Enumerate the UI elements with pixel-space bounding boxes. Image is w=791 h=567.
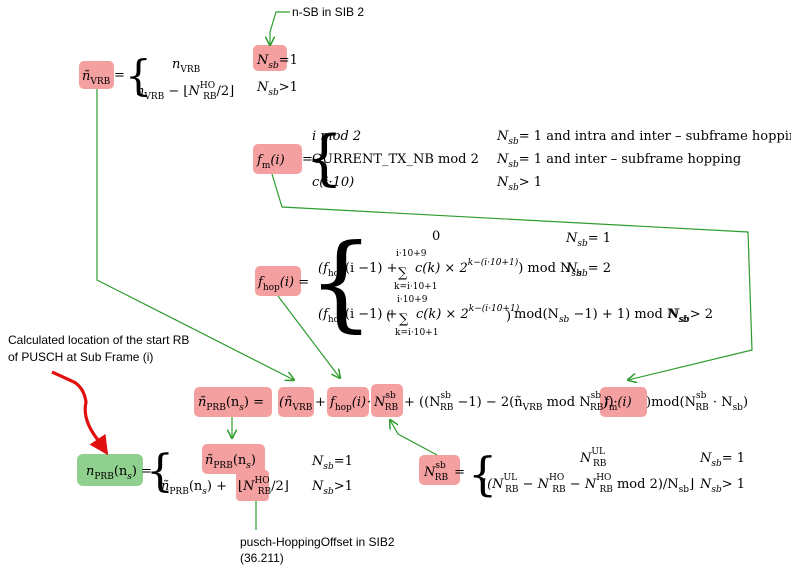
arrow-nsb-source	[270, 11, 290, 45]
svg-text:Nsb>1: Nsb>1	[256, 80, 298, 98]
svg-text:Nsb= 1: Nsb= 1	[565, 231, 611, 249]
label-calc-line1: Calculated location of the start RB	[8, 333, 189, 347]
svg-text:fm(i): fm(i)	[256, 153, 285, 171]
svg-text:=: =	[302, 152, 313, 167]
svg-text:i·10+9: i·10+9	[396, 249, 427, 259]
svg-text:Nsb=1: Nsb=1	[256, 53, 298, 71]
svg-text:{: {	[468, 447, 497, 501]
svg-text:i·10+9: i·10+9	[397, 295, 428, 305]
svg-text:{: {	[308, 221, 374, 343]
arrow-calc-red	[51, 370, 109, 456]
highlight-nsb-rb	[419, 455, 460, 485]
svg-text:Nsb= 2: Nsb= 2	[565, 261, 611, 279]
highlight-n-vrb	[79, 61, 114, 89]
highlight-fm-term	[600, 387, 647, 417]
svg-text:+: +	[315, 395, 326, 410]
equation-fm: fm(i) = { i mod 2 CURRENT_TX_NB mod 2 c(…	[256, 123, 791, 193]
svg-text:Nsb> 1: Nsb> 1	[496, 175, 542, 193]
arrow-nsb-to-prb	[390, 420, 438, 456]
svg-text:(fhop(i −1) +: (fhop(i −1) +	[318, 307, 398, 325]
svg-text:mod(Nsb −1) + 1) mod Nsb: mod(Nsb −1) + 1) mod Nsb	[514, 307, 689, 325]
svg-text:(fhop(i −1) +: (fhop(i −1) +	[318, 261, 398, 279]
highlight-prb-case1	[202, 444, 265, 474]
svg-text:ñVRB: ñVRB	[82, 69, 111, 87]
svg-text:{: {	[146, 446, 174, 497]
svg-text:fm(i): fm(i)	[603, 395, 632, 413]
svg-text:c(i·10): c(i·10)	[312, 175, 354, 190]
svg-text:CURRENT_TX_NB mod 2: CURRENT_TX_NB mod 2	[312, 152, 479, 167]
svg-text:fhop(i) =: fhop(i) =	[257, 275, 309, 293]
svg-text:fhop(i): fhop(i)	[329, 395, 366, 413]
svg-text:∑: ∑	[399, 312, 409, 327]
svg-text:Nsb> 2: Nsb> 2	[667, 307, 713, 325]
svg-text:(: (	[386, 309, 391, 324]
svg-text:∑: ∑	[398, 266, 408, 281]
svg-text:·: ·	[367, 395, 371, 410]
svg-text:k=i·10+1: k=i·10+1	[394, 282, 437, 292]
highlight-fhop	[255, 266, 301, 296]
svg-text:ñPRB(ns) +: ñPRB(ns) +	[161, 479, 227, 497]
highlight-boxes	[77, 45, 647, 501]
svg-text:nPRB(ns) =: nPRB(ns) =	[86, 464, 152, 482]
label-offset-line2: (36.211)	[240, 551, 284, 565]
highlight-ho-term	[236, 470, 269, 501]
svg-text:): )	[506, 309, 511, 324]
highlight-fhop-term	[327, 387, 369, 417]
svg-text:Nsb>1: Nsb>1	[311, 479, 353, 497]
svg-text:Nsb= 1 and inter – subframe h: Nsb= 1 and inter – subframe hopping	[496, 152, 741, 170]
label-calc-line2: of PUSCH at Sub Frame (i)	[8, 350, 153, 364]
svg-text:ñPRB(ns): ñPRB(ns)	[205, 453, 256, 471]
highlight-nrb-term	[371, 384, 403, 417]
svg-text:Nsb= 1: Nsb= 1	[699, 451, 745, 469]
highlight-prb-tilde	[194, 387, 272, 417]
highlight-n-prb	[77, 454, 143, 486]
svg-text:=: =	[114, 68, 125, 83]
svg-text:{: {	[125, 51, 152, 100]
svg-text:Nsb=1: Nsb=1	[311, 454, 353, 472]
highlight-vrb-term	[278, 387, 314, 417]
arrow-fm-to-prb	[271, 173, 753, 380]
equation-fhop: fhop(i) = { 0 Nsb= 1 (fhop(i −1) + i·10+…	[257, 221, 713, 343]
label-nsb-source: n-SB in SIB 2	[292, 5, 364, 19]
svg-text:(ñVRB: (ñVRB	[279, 395, 313, 413]
svg-text:0: 0	[432, 229, 440, 244]
arrow-vrb-to-prb	[96, 89, 294, 380]
label-offset-line1: pusch-HoppingOffset in SIB2	[240, 535, 395, 549]
svg-text:{: {	[305, 123, 343, 193]
svg-text:ñPRB(ns) =: ñPRB(ns) =	[198, 395, 264, 413]
svg-text:c(k) × 2k−(i·10+1): c(k) × 2k−(i·10+1)	[416, 303, 520, 322]
svg-text:nVRB: nVRB	[172, 57, 201, 75]
svg-text:Nsb= 1 and intra and inter –: Nsb= 1 and intra and inter – subframe ho…	[496, 129, 791, 147]
highlight-nsb-top	[253, 45, 287, 71]
highlight-fm	[253, 144, 302, 174]
arrow-fhop-to-prb	[277, 295, 340, 378]
connectors	[51, 11, 753, 530]
svg-text:i mod 2: i mod 2	[312, 129, 361, 144]
svg-text:c(k) × 2k−(i·10+1)) mod Nsb: c(k) × 2k−(i·10+1)) mod Nsb	[415, 257, 582, 279]
svg-text:Nsb> 1: Nsb> 1	[699, 477, 745, 495]
svg-text:k=i·10+1: k=i·10+1	[395, 328, 438, 338]
